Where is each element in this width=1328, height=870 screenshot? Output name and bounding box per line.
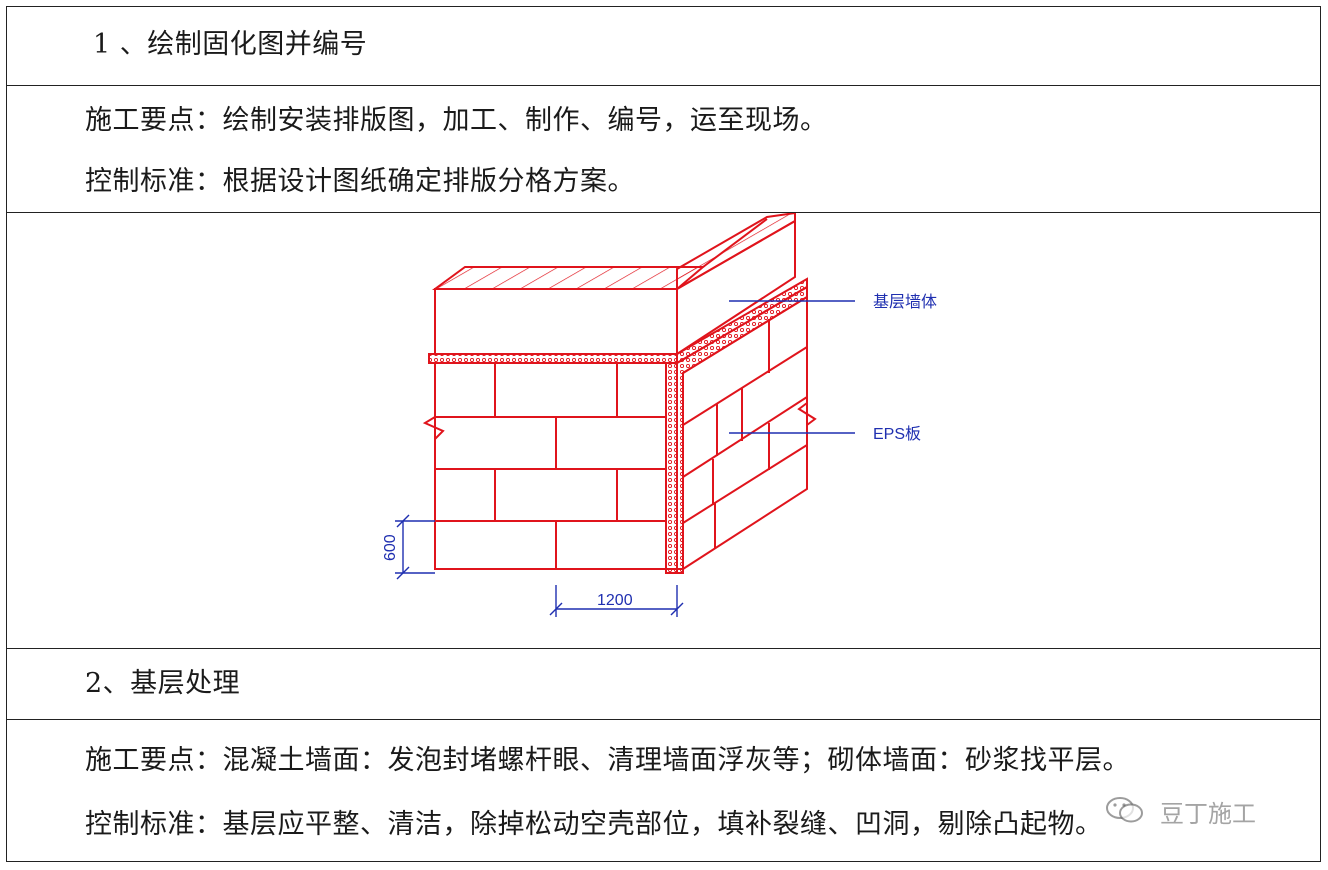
section1-heading-row: 1 、绘制固化图并编号	[7, 7, 1320, 86]
eps-band-front	[428, 353, 678, 364]
eps-corner-strip	[665, 362, 678, 574]
section2-heading-row: 2、基层处理	[7, 649, 1320, 720]
section1-heading: 1 、绘制固化图并编号	[93, 29, 368, 60]
wall-top-side	[676, 211, 796, 291]
dim-height: 600	[382, 534, 399, 561]
dim-width: 1200	[597, 592, 633, 609]
watermark-text: 豆丁施工	[1160, 800, 1256, 828]
diagram-row: 基层墙体 EPS板 600 1200	[7, 211, 1320, 649]
eps-band-side	[676, 277, 808, 365]
section2-point: 施工要点：混凝土墙面：发泡封堵螺杆眼、清理墙面浮灰等；砌体墙面：砂浆找平层。	[85, 745, 1130, 776]
wall-diagram: 基层墙体 EPS板 600 1200	[382, 211, 937, 617]
section1-text-row: 施工要点：绘制安装排版图，加工、制作、编号，运至现场。 控制标准：根据设计图纸确…	[7, 86, 1320, 213]
section1-standard: 控制标准：根据设计图纸确定排版分格方案。	[85, 166, 635, 197]
diagram-area: 基层墙体 EPS板 600 1200	[7, 211, 1320, 648]
side-wall	[682, 295, 808, 571]
section1-point: 施工要点：绘制安装排版图，加工、制作、编号，运至现场。	[85, 105, 828, 136]
section2-standard: 控制标准：基层应平整、清洁，除掉松动空壳部位，填补裂缝、凹洞，剔除凸起物。	[85, 809, 1103, 840]
wall-upper-front	[434, 288, 678, 355]
wechat-icon	[1106, 797, 1143, 823]
wall-upper-side	[676, 219, 796, 356]
wall-top-front	[431, 266, 706, 290]
section2-text-row: 施工要点：混凝土墙面：发泡封堵螺杆眼、清理墙面浮灰等；砌体墙面：砂浆找平层。 控…	[7, 720, 1320, 861]
front-wall	[434, 362, 667, 570]
label-wall: 基层墙体	[873, 293, 937, 311]
document-table: 1 、绘制固化图并编号 施工要点：绘制安装排版图，加工、制作、编号，运至现场。 …	[6, 6, 1321, 862]
section2-heading: 2、基层处理	[85, 668, 241, 699]
label-eps: EPS板	[873, 425, 921, 443]
